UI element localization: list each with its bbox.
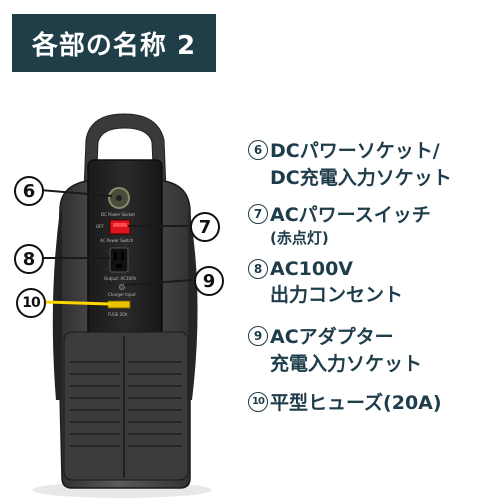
callout-9-number: 9 (202, 270, 216, 292)
outlet-slot-left (114, 252, 117, 260)
part-8-number: 8 (248, 259, 268, 279)
part-6-line1: DCパワーソケット/ (270, 140, 440, 162)
part-9-line2: 充電入力ソケット (270, 353, 423, 375)
dc-socket-label: DC Power Socket (101, 212, 135, 217)
callout-9: 9 (194, 266, 224, 296)
switch-label: AC Power Switch (100, 238, 134, 243)
part-10-description: 10 平型ヒューズ(20A) (248, 388, 442, 415)
fuse-label: FUSE 20A (108, 312, 128, 317)
part-6-description: 6 DCパワーソケット/ DC充電入力ソケット (248, 136, 452, 190)
callout-8-number: 8 (22, 248, 36, 270)
leader-10 (45, 300, 111, 306)
part-8-line1: AC100V (270, 258, 354, 280)
vent-grill (70, 361, 182, 447)
part-7-number: 7 (248, 203, 268, 224)
dc-socket-pin (116, 195, 122, 201)
device-side-right (188, 212, 198, 400)
callout-6: 6 (14, 176, 44, 206)
page-title: 各部の名称 2 (31, 30, 197, 61)
callout-6-number: 6 (22, 180, 36, 202)
callout-7: 7 (190, 212, 220, 242)
part-6-number: 6 (248, 139, 268, 160)
leader-6 (39, 189, 113, 197)
device-illustration: DC Power Socket OFF AC Power Switch Outp… (32, 113, 212, 498)
part-7-line2: (赤点灯) (270, 229, 329, 247)
switch-highlight (113, 223, 127, 227)
callout-10: 10 (16, 288, 46, 318)
outlet-slot-right (121, 252, 124, 260)
output-label: Output: AC100V (104, 276, 137, 281)
outlet-ground (116, 264, 122, 268)
charger-input-socket (119, 283, 126, 290)
switch-off-label: OFF (96, 224, 104, 229)
part-7-line1: ACパワースイッチ (270, 204, 431, 226)
part-9-line1: ACアダプター (270, 326, 394, 348)
part-7-description: 7 ACパワースイッチ (赤点灯) (248, 200, 431, 248)
charger-label: Charger Input (108, 292, 136, 297)
callout-10-number: 10 (22, 295, 41, 311)
part-9-description: 9 ACアダプター 充電入力ソケット (248, 322, 422, 376)
part-9-number: 9 (248, 325, 268, 346)
leader-9 (123, 279, 193, 286)
part-8-line2: 出力コンセント (270, 284, 404, 306)
lower-housing (63, 331, 189, 481)
part-8-description: 8 AC100V 出力コンセント (248, 258, 403, 307)
part-6-line2: DC充電入力ソケット (270, 167, 452, 189)
callout-7-number: 7 (198, 216, 212, 238)
title-banner: 各部の名称 2 (12, 14, 216, 72)
fuse-holder (107, 300, 131, 309)
device-side-left (52, 210, 62, 400)
part-10-line1: 平型ヒューズ(20A) (270, 392, 442, 414)
part-10-number: 10 (248, 391, 268, 412)
ac-outlet (109, 247, 129, 273)
callout-8: 8 (14, 244, 44, 274)
